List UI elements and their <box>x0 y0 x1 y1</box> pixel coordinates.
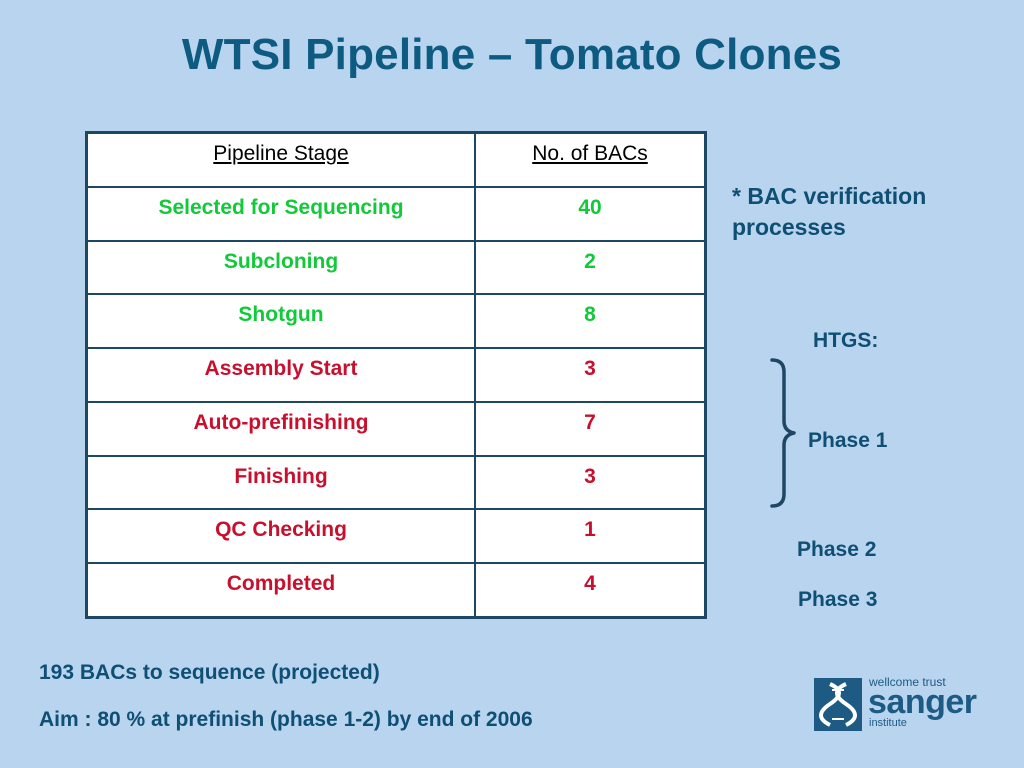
table-row: Subcloning 2 <box>85 239 707 296</box>
table-row: Selected for Sequencing 40 <box>85 185 707 242</box>
footer-bacs-projected: 193 BACs to sequence (projected) <box>39 661 380 684</box>
count-cell: 1 <box>474 508 707 564</box>
htgs-label: HTGS: <box>813 329 879 352</box>
logo-institute: institute <box>869 717 907 729</box>
table-row: Completed 4 <box>85 561 707 619</box>
footer-aim: Aim : 80 % at prefinish (phase 1-2) by e… <box>39 708 533 731</box>
count-cell: 7 <box>474 400 707 457</box>
phase-2-label: Phase 2 <box>797 538 877 561</box>
curly-brace-icon <box>770 358 796 508</box>
count-cell: 8 <box>474 293 707 350</box>
count-cell: 2 <box>474 239 707 296</box>
stage-cell: Auto-prefinishing <box>85 400 476 457</box>
bac-verification-line2: processes <box>732 214 846 240</box>
stage-cell: Subcloning <box>85 239 476 296</box>
sanger-institute-logo: wellcome trust sanger institute <box>814 676 994 736</box>
stage-cell: QC Checking <box>85 508 476 564</box>
header-no-of-bacs: No. of BACs <box>474 131 707 188</box>
count-cell: 3 <box>474 454 707 511</box>
slide-title: WTSI Pipeline – Tomato Clones <box>181 30 843 79</box>
stage-cell: Completed <box>85 561 476 619</box>
stage-cell: Selected for Sequencing <box>85 185 476 242</box>
stage-cell: Assembly Start <box>85 347 476 403</box>
table-row: Shotgun 8 <box>85 293 707 350</box>
table-header-row: Pipeline Stage No. of BACs <box>85 131 707 188</box>
table-row: Auto-prefinishing 7 <box>85 400 707 457</box>
phase-1-label: Phase 1 <box>808 429 888 452</box>
stage-cell: Shotgun <box>85 293 476 350</box>
logo-wellcome-trust: wellcome trust <box>869 675 946 689</box>
header-pipeline-stage: Pipeline Stage <box>85 131 476 188</box>
count-cell: 40 <box>474 185 707 242</box>
phase-3-label: Phase 3 <box>798 588 878 611</box>
sanger-logo-mark <box>814 678 862 731</box>
table-row: Assembly Start 3 <box>85 347 707 403</box>
logo-sanger: sanger <box>868 683 977 721</box>
bac-verification-line1: * BAC verification <box>732 183 927 209</box>
count-cell: 4 <box>474 561 707 619</box>
bac-verification-note: * BAC verification processes <box>732 181 926 243</box>
stage-cell: Finishing <box>85 454 476 511</box>
table-row: Finishing 3 <box>85 454 707 511</box>
count-cell: 3 <box>474 347 707 403</box>
table-row: QC Checking 1 <box>85 508 707 564</box>
pipeline-table: Pipeline Stage No. of BACs Selected for … <box>85 131 707 619</box>
dna-helix-icon <box>819 682 857 727</box>
